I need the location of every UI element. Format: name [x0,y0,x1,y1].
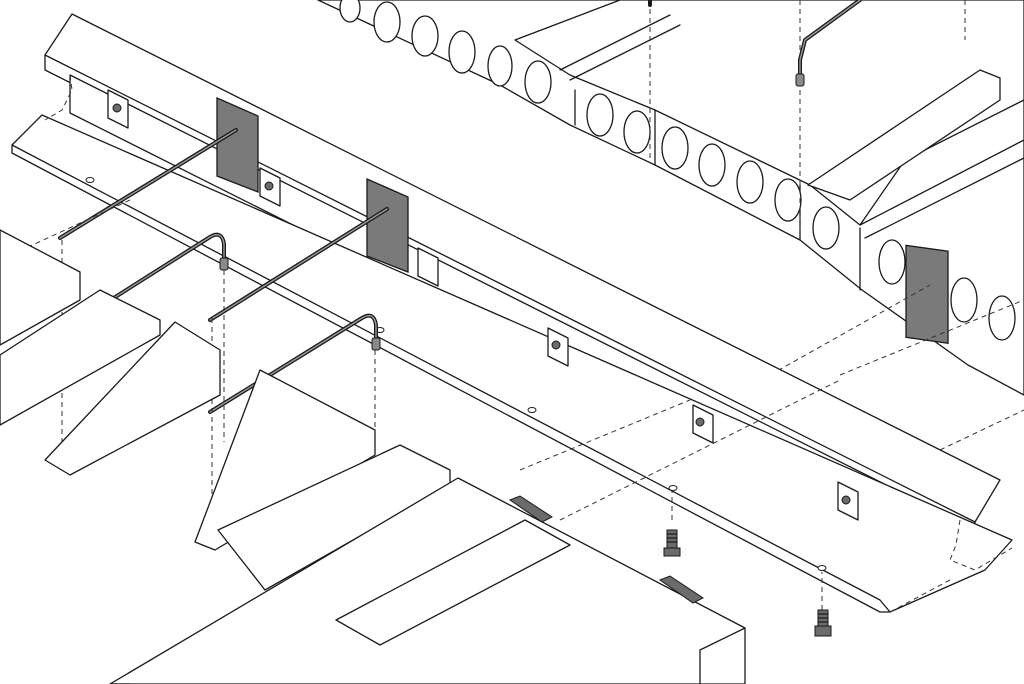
bearing-plate-2 [366,178,409,273]
beam-top-flange [44,13,1001,523]
bearing-plates [216,97,409,273]
lower-slab-mid-left [44,321,221,476]
beam-bracket-nuts [112,103,851,505]
slab-joint-block [807,69,1001,201]
lower-slab-mid [194,369,376,551]
lower-concrete-slabs [0,229,746,684]
joint-strip-1 [508,495,554,523]
slab-keyway [559,14,1024,239]
tie-bars [58,128,389,414]
joint-strip-2 [658,575,704,604]
steel-beam [11,13,1013,613]
anchor-bolts [663,529,832,637]
anchor-bolt-1 [663,529,681,557]
hollow-cores-row-2 [586,93,840,250]
hollow-cores-row-1 [339,0,552,104]
slab-tie-bars [648,0,862,87]
lower-slab-left [0,229,81,346]
hollow-cores-row-3 [878,239,1016,341]
anchor-bolt-2 [814,609,832,637]
hollow-core-slab [317,0,1024,396]
lower-slab-front-recess [335,519,571,646]
slab-bearing-plate [905,244,949,344]
beam-bottom-flange [11,114,1013,613]
lower-slab-left-ledge [0,289,161,426]
bearing-plate-1 [216,97,259,193]
lower-slab-step [217,444,451,591]
slab-projection-lines [649,0,1024,451]
beam-end-profile [44,74,1013,571]
slab-joint-lines [574,89,861,291]
